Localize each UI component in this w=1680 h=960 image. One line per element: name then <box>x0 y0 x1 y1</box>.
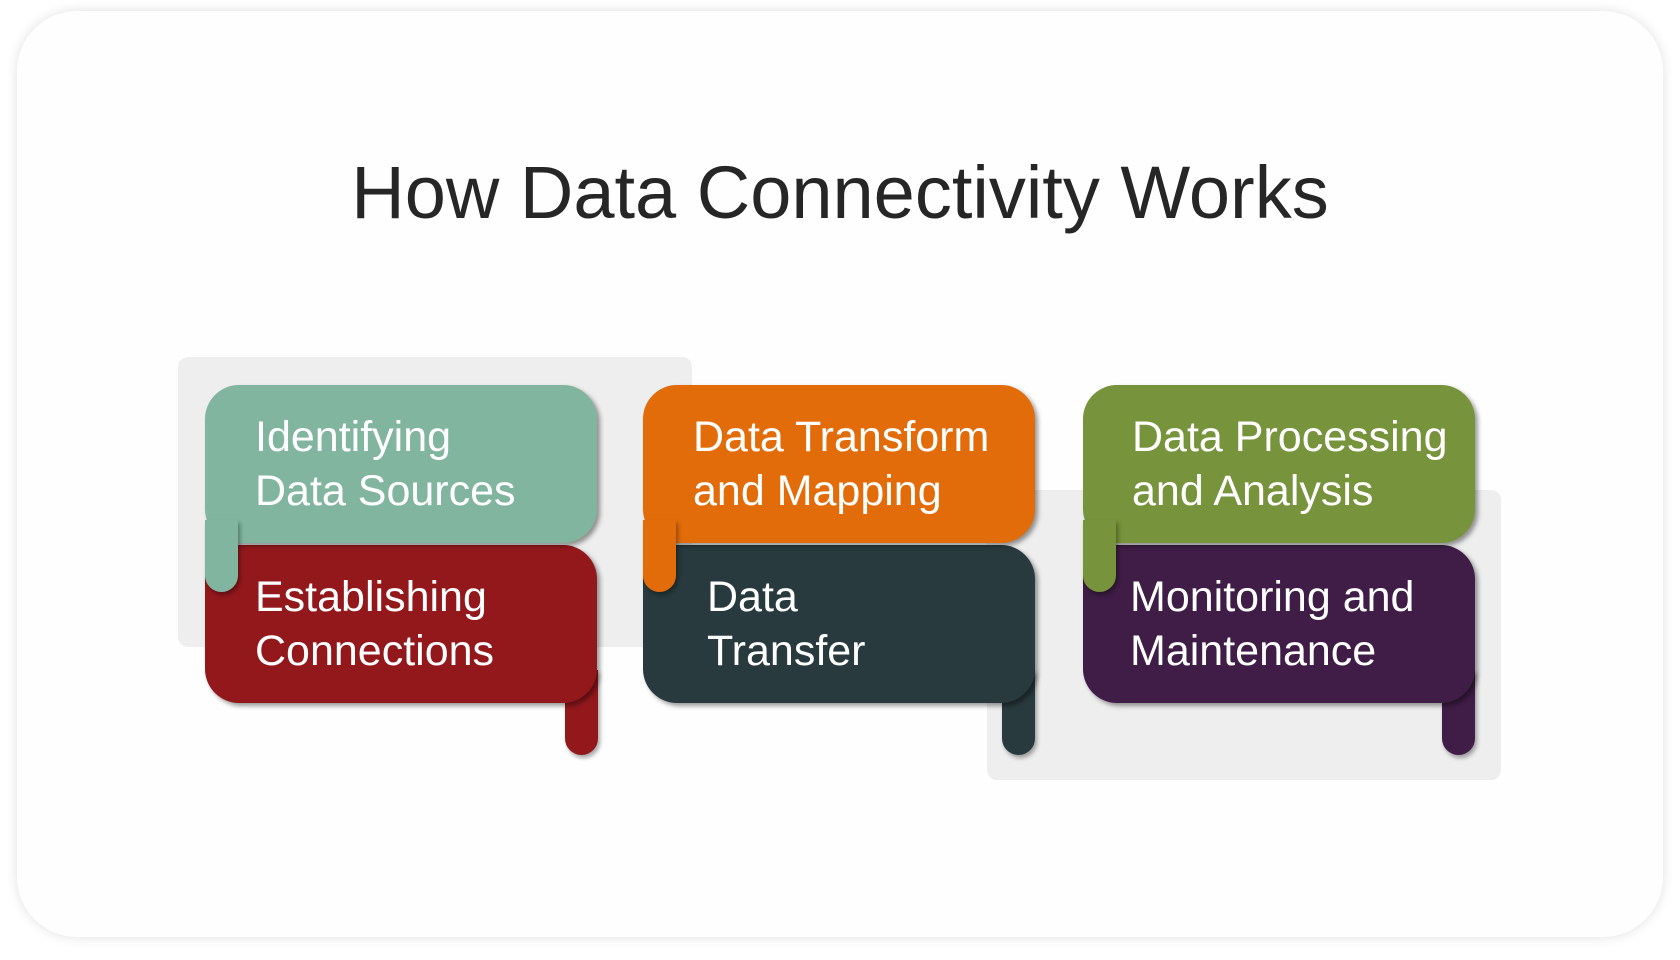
step-data-transform-mapping <box>643 385 1035 543</box>
step-identifying-data-sources <box>205 385 597 543</box>
step-3-connector-tail <box>643 520 676 592</box>
step-4-line2: Transfer <box>707 627 866 675</box>
step-6-line1: Monitoring and <box>1130 573 1415 621</box>
step-2-line2: Connections <box>255 627 495 675</box>
step-1-line2: Data Sources <box>255 467 516 515</box>
step-5-line1: Data Processing <box>1132 413 1448 461</box>
step-establishing-connections <box>205 545 597 703</box>
step-3-line1: Data Transform <box>693 413 990 461</box>
step-1-connector-tail <box>205 520 238 592</box>
step-monitoring-maintenance <box>1083 545 1475 703</box>
step-3-line2: and Mapping <box>693 467 942 515</box>
step-data-transfer <box>643 545 1035 703</box>
step-5-connector-tail <box>1083 520 1116 592</box>
step-data-processing-analysis <box>1083 385 1475 543</box>
step-6-line2: Maintenance <box>1130 627 1377 675</box>
step-2-line1: Establishing <box>255 573 487 621</box>
step-5-line2: and Analysis <box>1132 467 1374 515</box>
step-5-label: Data Processing and Analysis <box>1132 410 1448 518</box>
step-3-label: Data Transform and Mapping <box>693 410 989 518</box>
step-4-line1: Data <box>707 573 798 621</box>
step-1-line1: Identifying <box>255 413 452 461</box>
page-title: How Data Connectivity Works <box>351 151 1329 234</box>
